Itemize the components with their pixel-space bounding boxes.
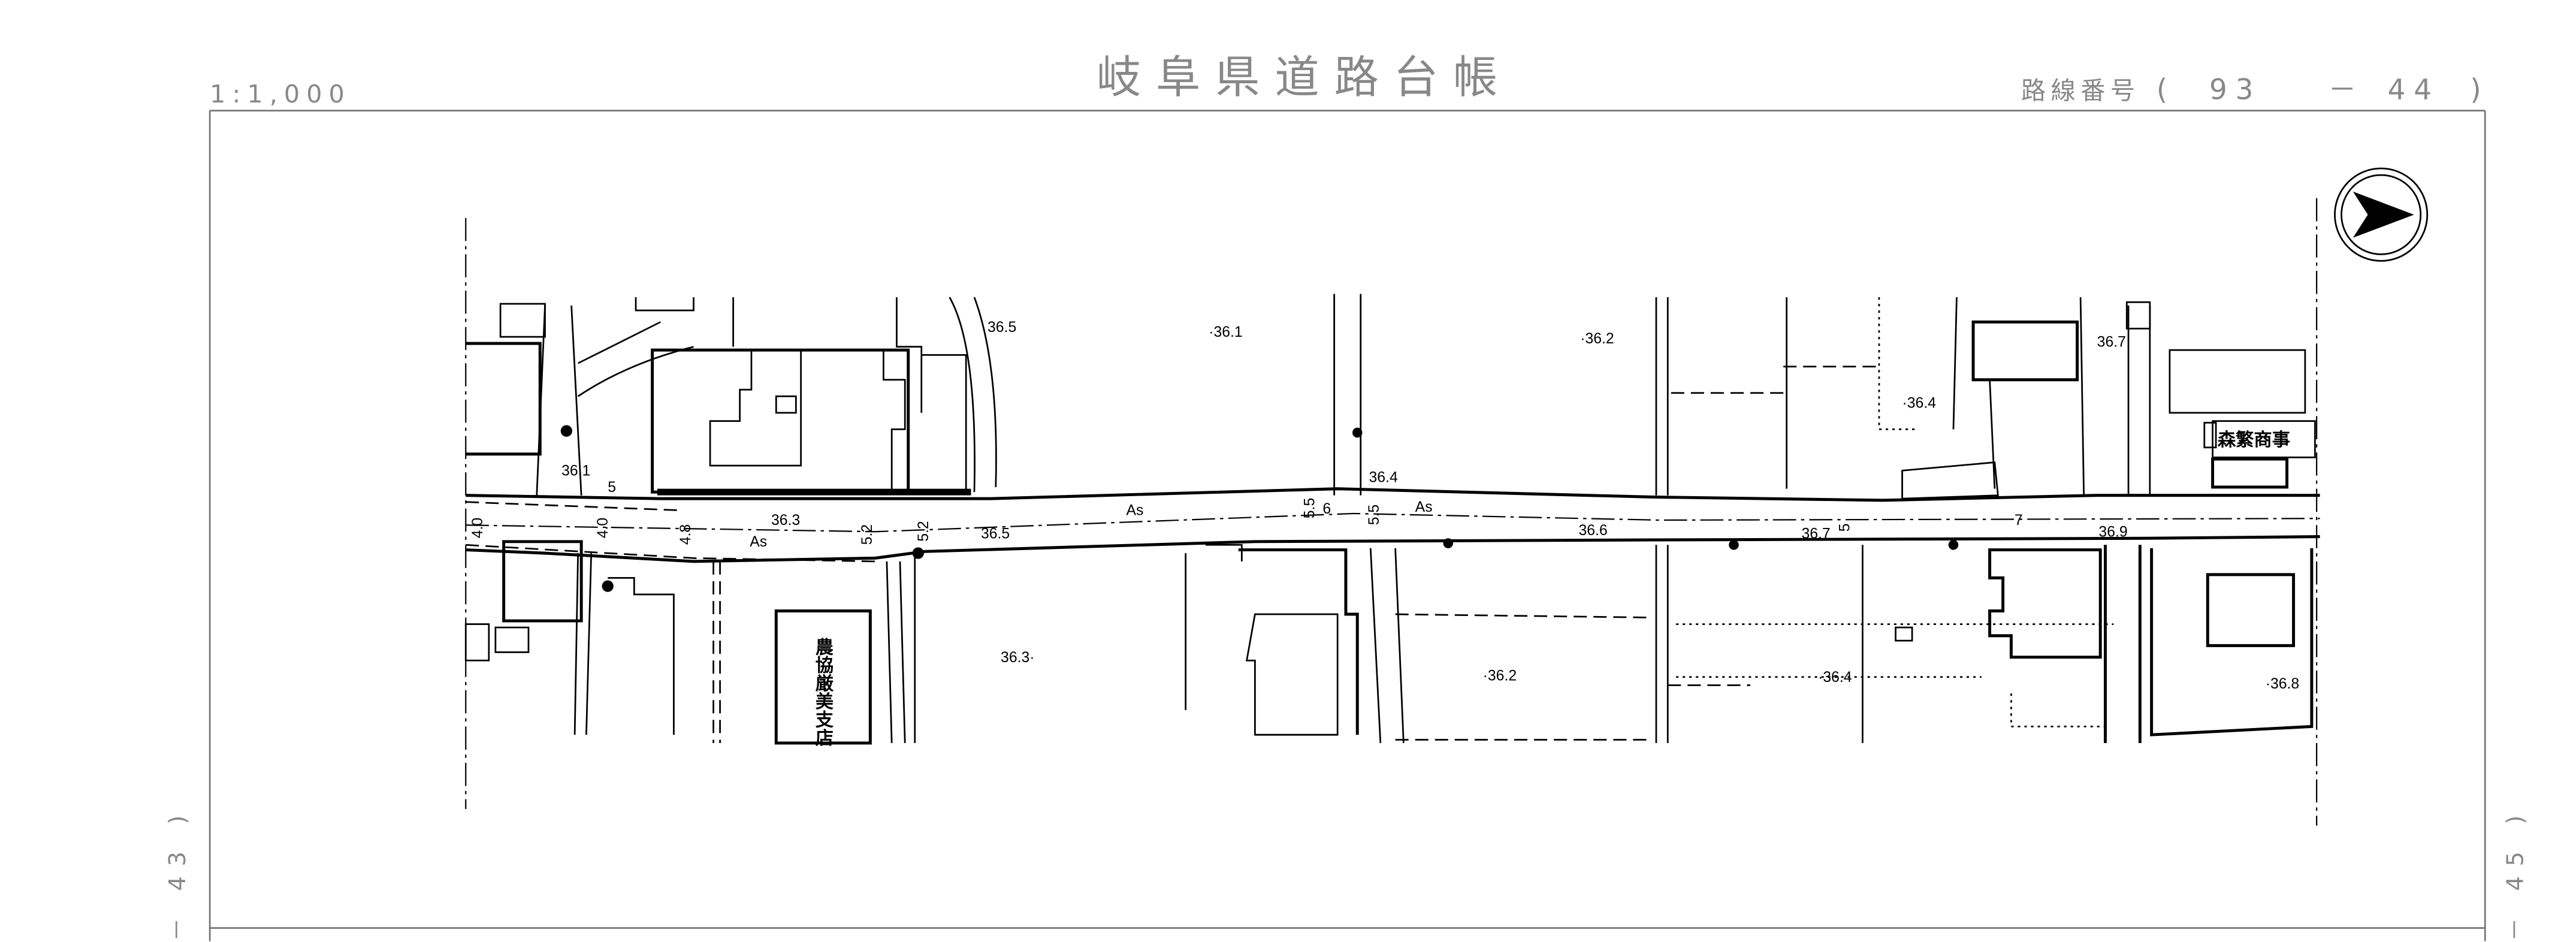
width-label: 4.8 bbox=[678, 524, 694, 545]
width-label: 4.0 bbox=[470, 518, 486, 538]
width-label: 7 bbox=[2015, 512, 2023, 529]
road-edge-north bbox=[466, 487, 2320, 502]
svg-text:(: ( bbox=[2157, 74, 2167, 106]
road-centerline bbox=[466, 512, 2320, 533]
adjacent-sheet-left: － 43 ) bbox=[164, 805, 191, 941]
north-arrow-icon bbox=[2334, 167, 2429, 262]
elevation-label: ·36.4 bbox=[1902, 395, 1937, 412]
elevation-label: 36.1 bbox=[561, 463, 590, 479]
sheet-title: 岐阜県道路台帳 bbox=[1097, 51, 1512, 103]
elevation-label: 36.3· bbox=[1001, 650, 1034, 666]
svg-text:－: － bbox=[2328, 74, 2356, 106]
building-morishige bbox=[2212, 420, 2316, 458]
elevation-label: 36.6 bbox=[1578, 523, 1607, 539]
building-name-morishige: 森繁商事 bbox=[2218, 430, 2290, 451]
scale-label: 1:1,000 bbox=[210, 80, 351, 108]
elevation-label: ·36.4 bbox=[1818, 669, 1852, 686]
svg-text:44: 44 bbox=[2388, 74, 2440, 106]
elevation-label: ·36.8 bbox=[2266, 676, 2299, 692]
elevation-label: 36.5 bbox=[981, 526, 1010, 542]
svg-text:路線番号: 路線番号 bbox=[2021, 76, 2140, 105]
elevation-label: 36.4 bbox=[1369, 470, 1398, 486]
elevation-label: 36.9 bbox=[2098, 524, 2127, 541]
width-label: 5.2 bbox=[916, 521, 932, 541]
surface-label: As bbox=[1415, 499, 1433, 515]
width-label: 5.5 bbox=[1302, 498, 1318, 518]
elevation-label: 36.7 bbox=[2097, 334, 2126, 351]
elevation-label: 36.3 bbox=[771, 512, 800, 529]
width-label: 5.5 bbox=[1366, 505, 1382, 525]
building-name-nokyo: 農協厳美支店 bbox=[812, 637, 833, 747]
width-label: 5 bbox=[608, 479, 616, 496]
road-edge-south bbox=[466, 535, 2320, 563]
width-label: 6 bbox=[1322, 501, 1331, 517]
surface-label: As bbox=[750, 534, 767, 550]
route-number: 路線番号 ( 93 － 44 ) bbox=[2021, 74, 2481, 106]
elevation-label: 36.5 bbox=[987, 319, 1016, 336]
elevation-label: ·36.2 bbox=[1580, 331, 1614, 347]
svg-text:): ) bbox=[2470, 74, 2481, 106]
elevation-label: 36.7 bbox=[1801, 526, 1830, 542]
surface-label: As bbox=[1126, 503, 1143, 519]
width-label: 4.0 bbox=[595, 518, 611, 538]
elevation-label: ·36.1 bbox=[1209, 324, 1242, 340]
width-label: 5 bbox=[1837, 523, 1853, 532]
map-drawing bbox=[464, 198, 2320, 826]
svg-text:93: 93 bbox=[2209, 74, 2261, 106]
width-label: 5.2 bbox=[859, 524, 875, 545]
adjacent-sheet-right: － 45 ) bbox=[2502, 805, 2529, 941]
elevation-label: ·36.2 bbox=[1483, 668, 1517, 684]
building-nokyo bbox=[774, 609, 872, 745]
